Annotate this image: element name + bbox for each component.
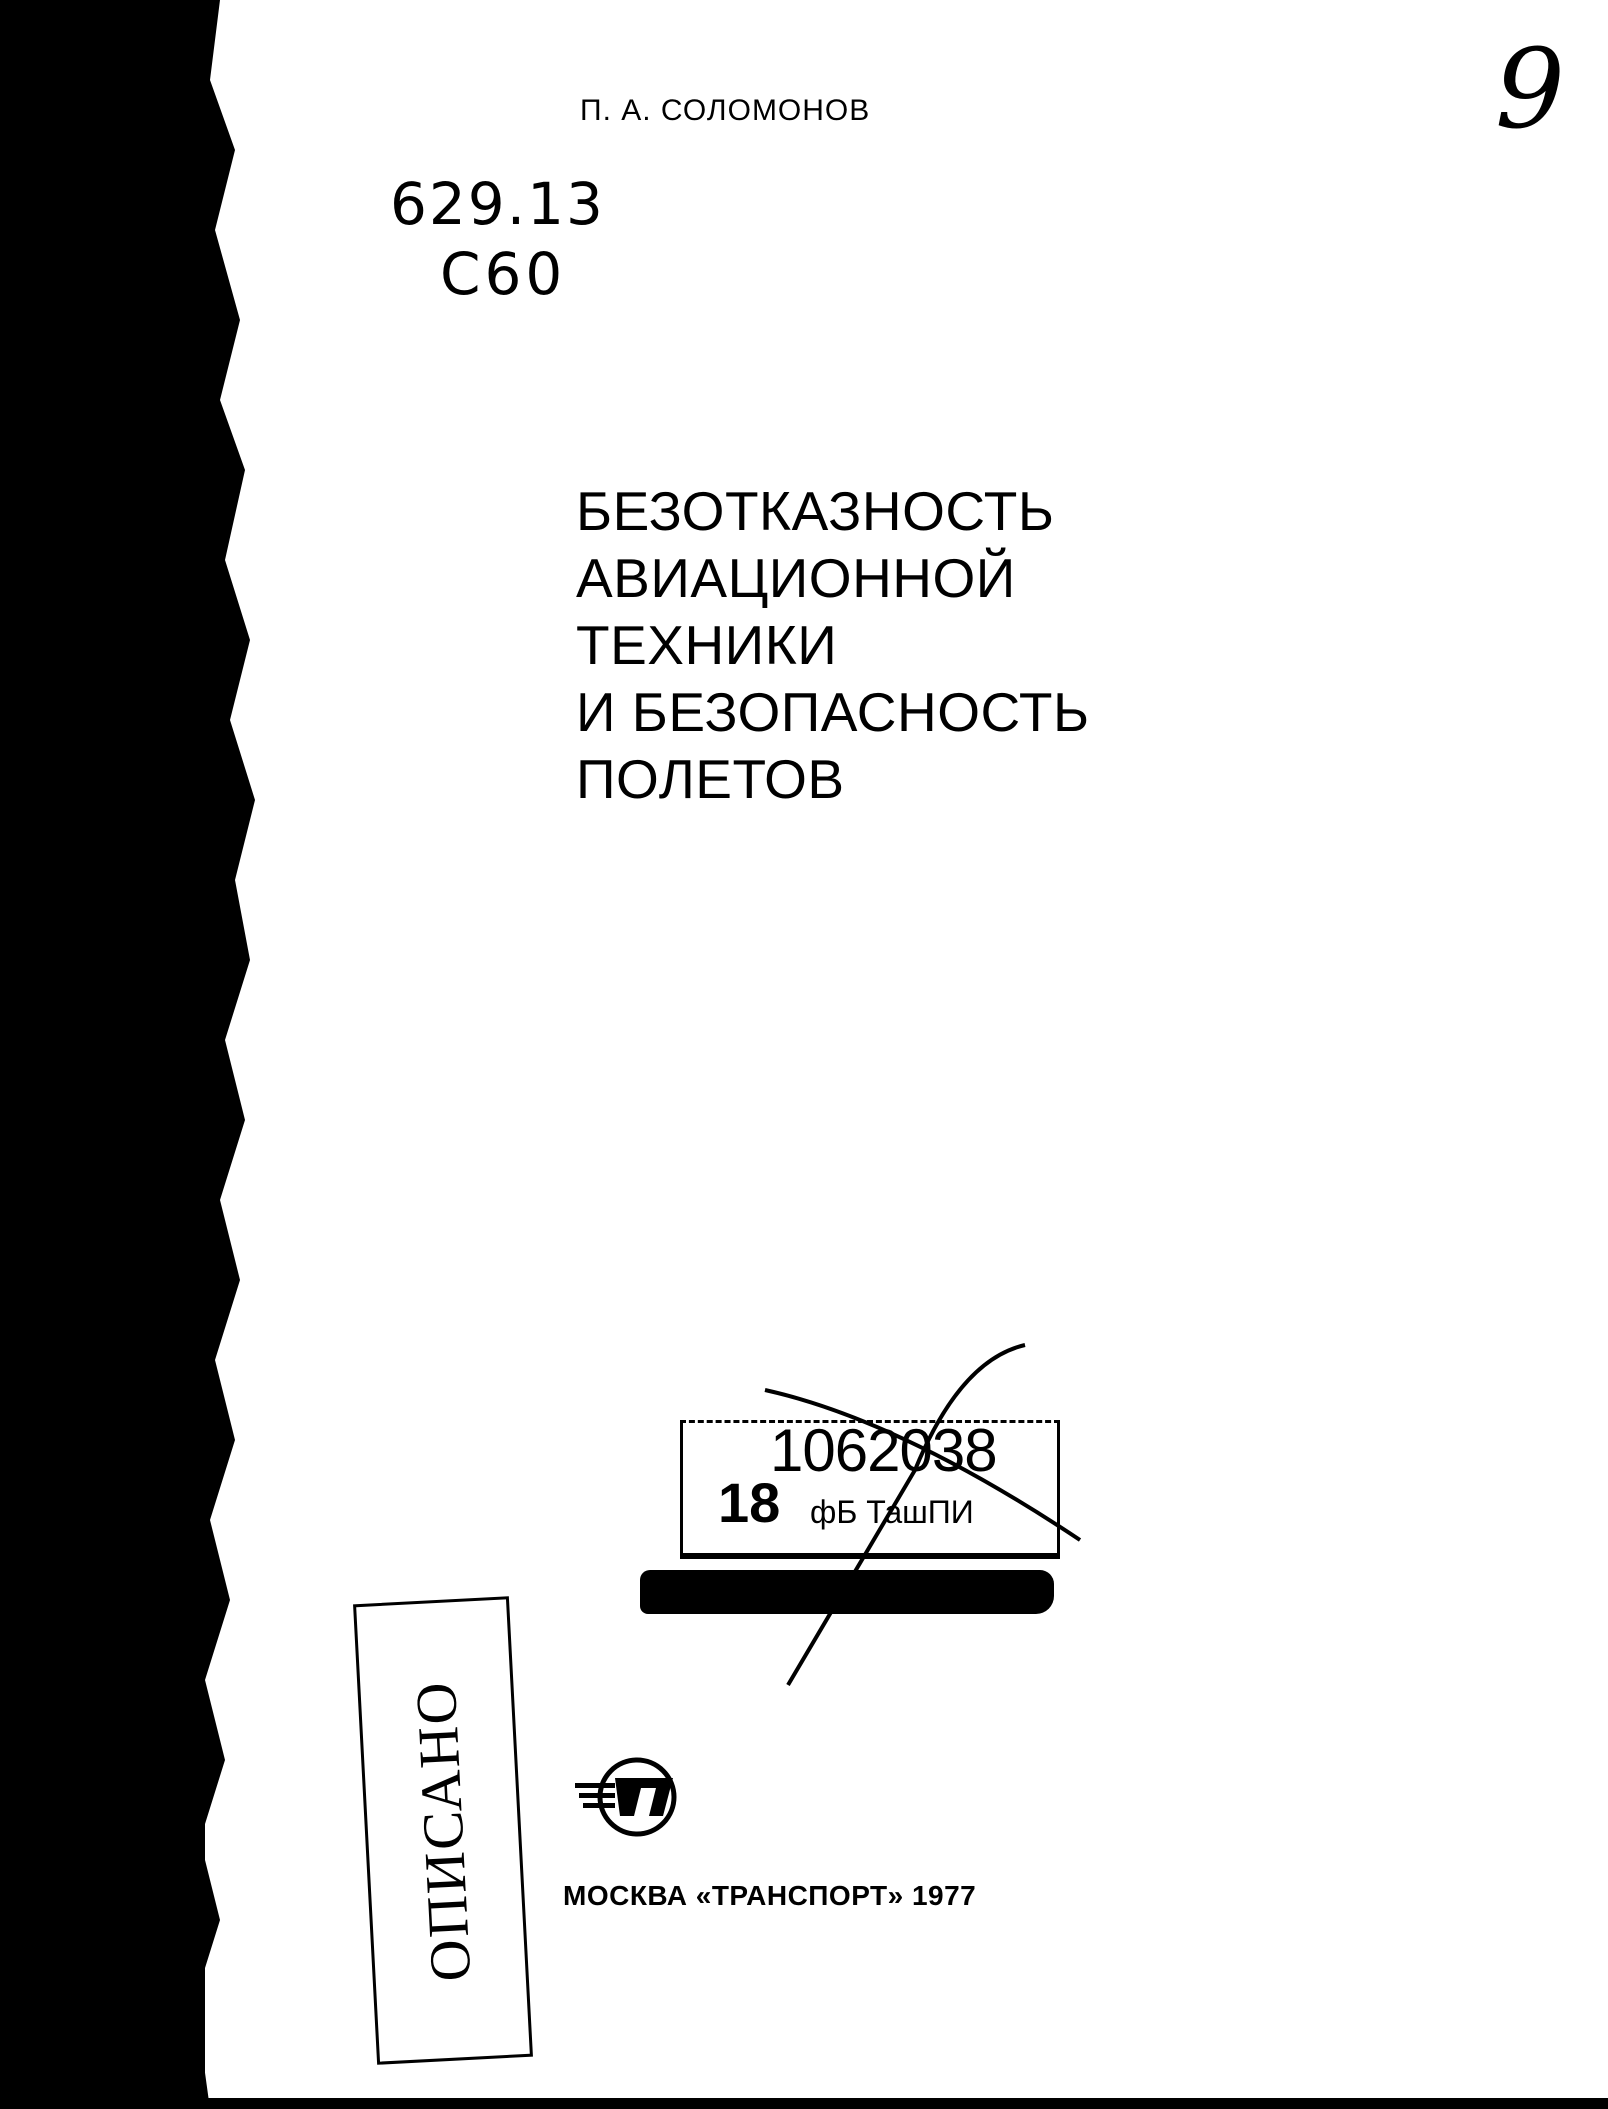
book-title: БЕЗОТКАЗНОСТЬ АВИАЦИОННОЙ ТЕХНИКИ И БЕЗО… bbox=[576, 478, 1090, 813]
author-name: П. А. СОЛОМОНОВ bbox=[580, 94, 871, 127]
handwritten-cutter-number: С60 bbox=[440, 240, 567, 308]
scan-ragged-edge bbox=[190, 0, 255, 2109]
publisher-logo-icon bbox=[575, 1757, 677, 1837]
scan-artifact-bar bbox=[22, 1970, 202, 2000]
handwritten-classification: 629.13 bbox=[390, 170, 605, 238]
title-line: АВИАЦИОННОЙ bbox=[576, 547, 1016, 609]
scan-spine-shadow bbox=[0, 0, 205, 2109]
title-line: БЕЗОТКАЗНОСТЬ bbox=[576, 480, 1055, 542]
library-stamp-mark: 18 bbox=[718, 1471, 781, 1534]
described-stamp: ОПИСАНО bbox=[353, 1596, 533, 2065]
handwritten-page-mark: 9 bbox=[1495, 25, 1565, 153]
library-stamp-frame bbox=[680, 1420, 1060, 1559]
described-stamp-text: ОПИСАНО bbox=[402, 1678, 484, 1983]
scan-bottom-edge bbox=[0, 2098, 1608, 2109]
ink-smudge bbox=[640, 1570, 1054, 1614]
title-line: ПОЛЕТОВ bbox=[576, 748, 845, 810]
title-line: И БЕЗОПАСНОСТЬ bbox=[576, 681, 1090, 743]
publisher-line: МОСКВА «ТРАНСПОРТ» 1977 bbox=[563, 1880, 977, 1911]
title-line: ТЕХНИКИ bbox=[576, 614, 838, 676]
